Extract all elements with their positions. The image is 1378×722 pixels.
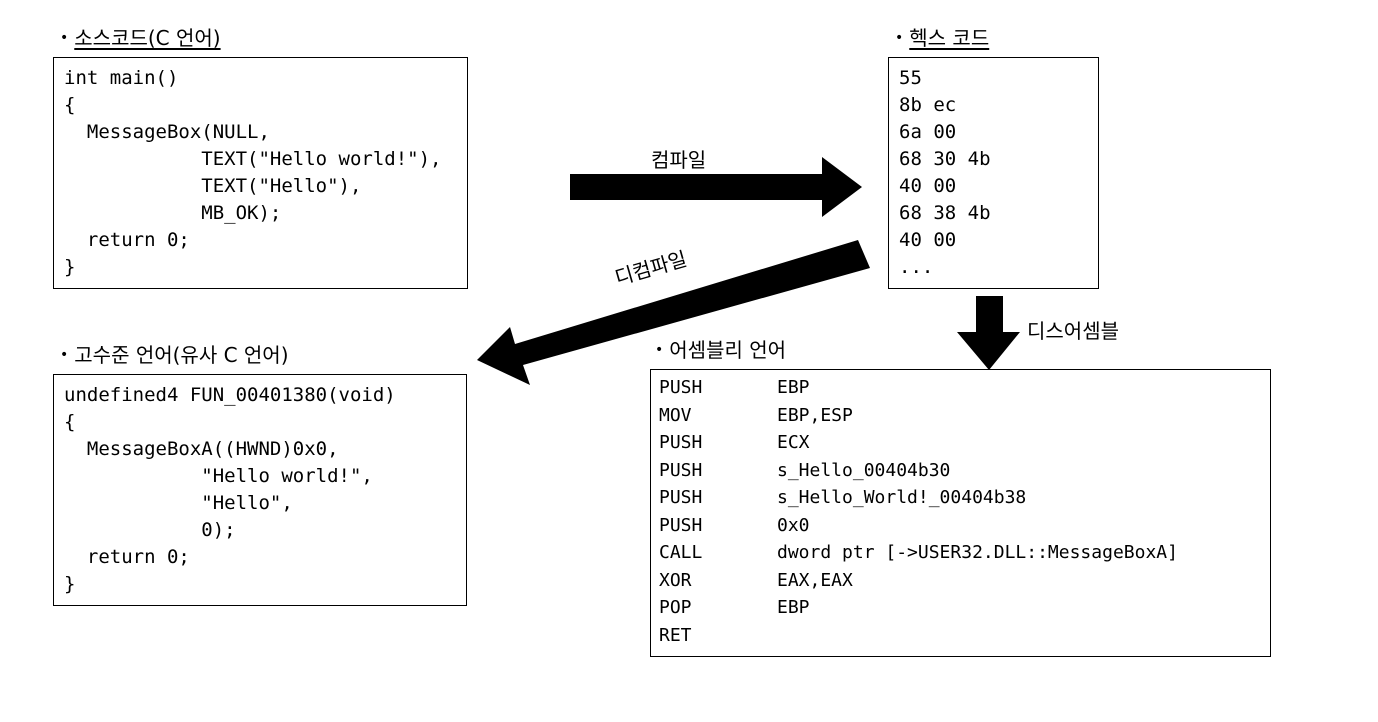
asm-row: PUSH s_Hello_World!_00404b38 [659, 484, 1262, 512]
asm-op: PUSH [659, 514, 703, 536]
source-code-title: •소스코드(C 언어) [60, 26, 221, 50]
code-line: TEXT("Hello"), [64, 175, 362, 197]
code-line: undefined4 FUN_00401380(void) [64, 384, 396, 406]
asm-arg: EBP [777, 377, 810, 398]
code-line: MessageBoxA((HWND)0x0, [64, 438, 339, 460]
code-line: } [64, 256, 76, 278]
asm-arg: s_Hello_World!_00404b38 [777, 487, 1027, 508]
asm-row: RET [659, 622, 1262, 650]
asm-op: RET [659, 624, 692, 646]
asm-op: PUSH [659, 459, 703, 481]
code-line: MB_OK); [64, 202, 282, 224]
hex-code-box: 55 8b ec 6a 00 68 30 4b 40 00 68 38 4b 4… [888, 57, 1099, 289]
decompile-arrow-icon [477, 240, 870, 385]
asm-op: XOR [659, 569, 692, 591]
asm-op: CALL [659, 542, 703, 563]
hex-code-title: •헥스 코드 [895, 26, 990, 50]
source-code-box: int main() { MessageBox(NULL, TEXT("Hell… [53, 57, 468, 289]
asm-row: PUSH EBP [659, 374, 1262, 402]
asm-arg: EBP,ESP [777, 404, 853, 426]
asm-arg: EAX,EAX [777, 569, 853, 591]
hex-line: 40 00 [899, 229, 957, 251]
assembly-title: •어셈블리 언어 [655, 338, 787, 362]
code-line: TEXT("Hello world!"), [64, 148, 442, 170]
code-line: "Hello world!", [64, 465, 373, 487]
asm-row: PUSH ECX [659, 429, 1262, 457]
code-line: { [64, 94, 76, 116]
code-line: "Hello", [64, 492, 293, 514]
hex-line: 55 [899, 67, 922, 89]
asm-row: POP EBP [659, 594, 1262, 622]
assembly-code-box: PUSH EBP MOV EBP,ESP PUSH ECX PUSH s_Hello_0… [650, 369, 1271, 657]
asm-arg: EBP [777, 597, 810, 618]
asm-op: PUSH [659, 432, 703, 453]
disassemble-arrow-icon [957, 296, 1020, 370]
highlevel-code-box: undefined4 FUN_00401380(void) { MessageB… [53, 374, 467, 606]
asm-arg: dword ptr [->USER32.DLL::MessageBoxA] [777, 542, 1178, 563]
code-line: MessageBox(NULL, [64, 121, 270, 143]
hex-line: 6a 00 [899, 121, 957, 143]
disassemble-label: 디스어셈블 [1027, 319, 1119, 343]
bullet-icon: • [895, 30, 904, 46]
asm-row: XOR EAX,EAX [659, 567, 1262, 595]
asm-op: PUSH [659, 377, 703, 398]
asm-row: PUSH s_Hello_00404b30 [659, 457, 1262, 485]
code-line: } [64, 573, 76, 595]
hex-line: 8b ec [899, 94, 957, 116]
asm-op: POP [659, 597, 692, 618]
compile-label: 컴파일 [651, 148, 707, 172]
code-line: int main() [64, 67, 179, 89]
code-line: 0); [64, 519, 236, 541]
code-line: { [64, 411, 76, 433]
hex-line: 68 38 4b [899, 202, 991, 224]
asm-op: MOV [659, 404, 692, 426]
hex-line: 40 00 [899, 175, 957, 197]
bullet-icon: • [60, 347, 69, 363]
asm-row: CALL dword ptr [->USER32.DLL::MessageBoxA… [659, 539, 1262, 567]
asm-arg: 0x0 [777, 514, 810, 536]
asm-op: PUSH [659, 487, 703, 508]
bullet-icon: • [655, 342, 664, 358]
highlevel-title: •고수준 언어(유사 C 언어) [60, 343, 289, 367]
code-line: return 0; [64, 546, 190, 568]
asm-arg: ECX [777, 432, 810, 453]
code-line: return 0; [64, 229, 190, 251]
asm-row: MOV EBP,ESP [659, 402, 1262, 430]
asm-arg: s_Hello_00404b30 [777, 459, 951, 481]
hex-line: ... [899, 256, 934, 278]
compile-arrow-icon [570, 157, 862, 217]
hex-line: 68 30 4b [899, 148, 991, 170]
asm-row: PUSH 0x0 [659, 512, 1262, 540]
bullet-icon: • [60, 30, 69, 46]
